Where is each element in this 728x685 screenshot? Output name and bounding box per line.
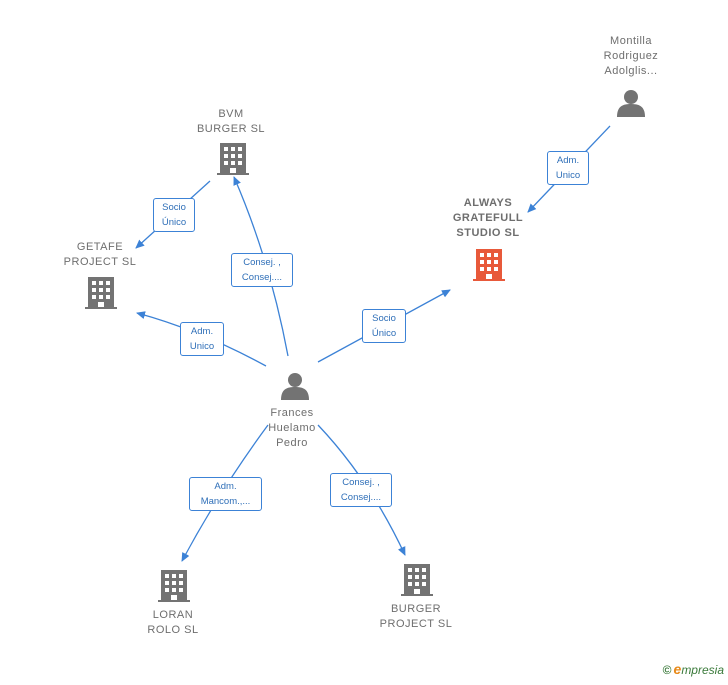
node-label-bvm[interactable]: BVM BURGER SL (196, 108, 266, 135)
node-label-frances[interactable]: Frances Huelamo Pedro (268, 407, 316, 449)
edge-label-frances-always: Socio Único (362, 309, 406, 343)
building-icon[interactable] (473, 249, 505, 281)
edge-label-frances-loran: Adm. Mancom.,... (189, 477, 262, 511)
building-icon[interactable] (401, 564, 433, 596)
edge-label-frances-bvm: Consej. , Consej.... (231, 253, 293, 287)
brand-watermark: ©empresia (663, 661, 724, 677)
node-label-getafe[interactable]: GETAFE PROJECT SL (63, 241, 137, 268)
copyright-symbol: © (662, 663, 672, 677)
brand-logo-e: e (673, 661, 682, 677)
brand-logo-text: mpresia (681, 663, 724, 677)
edge-label-frances-burger: Consej. , Consej.... (330, 473, 392, 507)
building-icon[interactable] (158, 570, 190, 602)
edge-label-montilla-always: Adm. Unico (547, 151, 589, 185)
building-icon[interactable] (85, 277, 117, 309)
building-icon[interactable] (217, 143, 249, 175)
edge-label-frances-getafe: Adm. Unico (180, 322, 224, 356)
node-label-burger[interactable]: BURGER PROJECT SL (379, 603, 453, 630)
edge-label-bvm-getafe: Socio Único (153, 198, 195, 232)
person-icon[interactable] (281, 373, 309, 400)
node-label-montilla[interactable]: Montilla Rodriguez Adolglis... (603, 35, 659, 77)
person-icon[interactable] (617, 90, 645, 117)
node-label-always[interactable]: ALWAYS GRATEFULL STUDIO SL (452, 197, 524, 239)
node-label-loran[interactable]: LORAN ROLO SL (147, 609, 199, 636)
